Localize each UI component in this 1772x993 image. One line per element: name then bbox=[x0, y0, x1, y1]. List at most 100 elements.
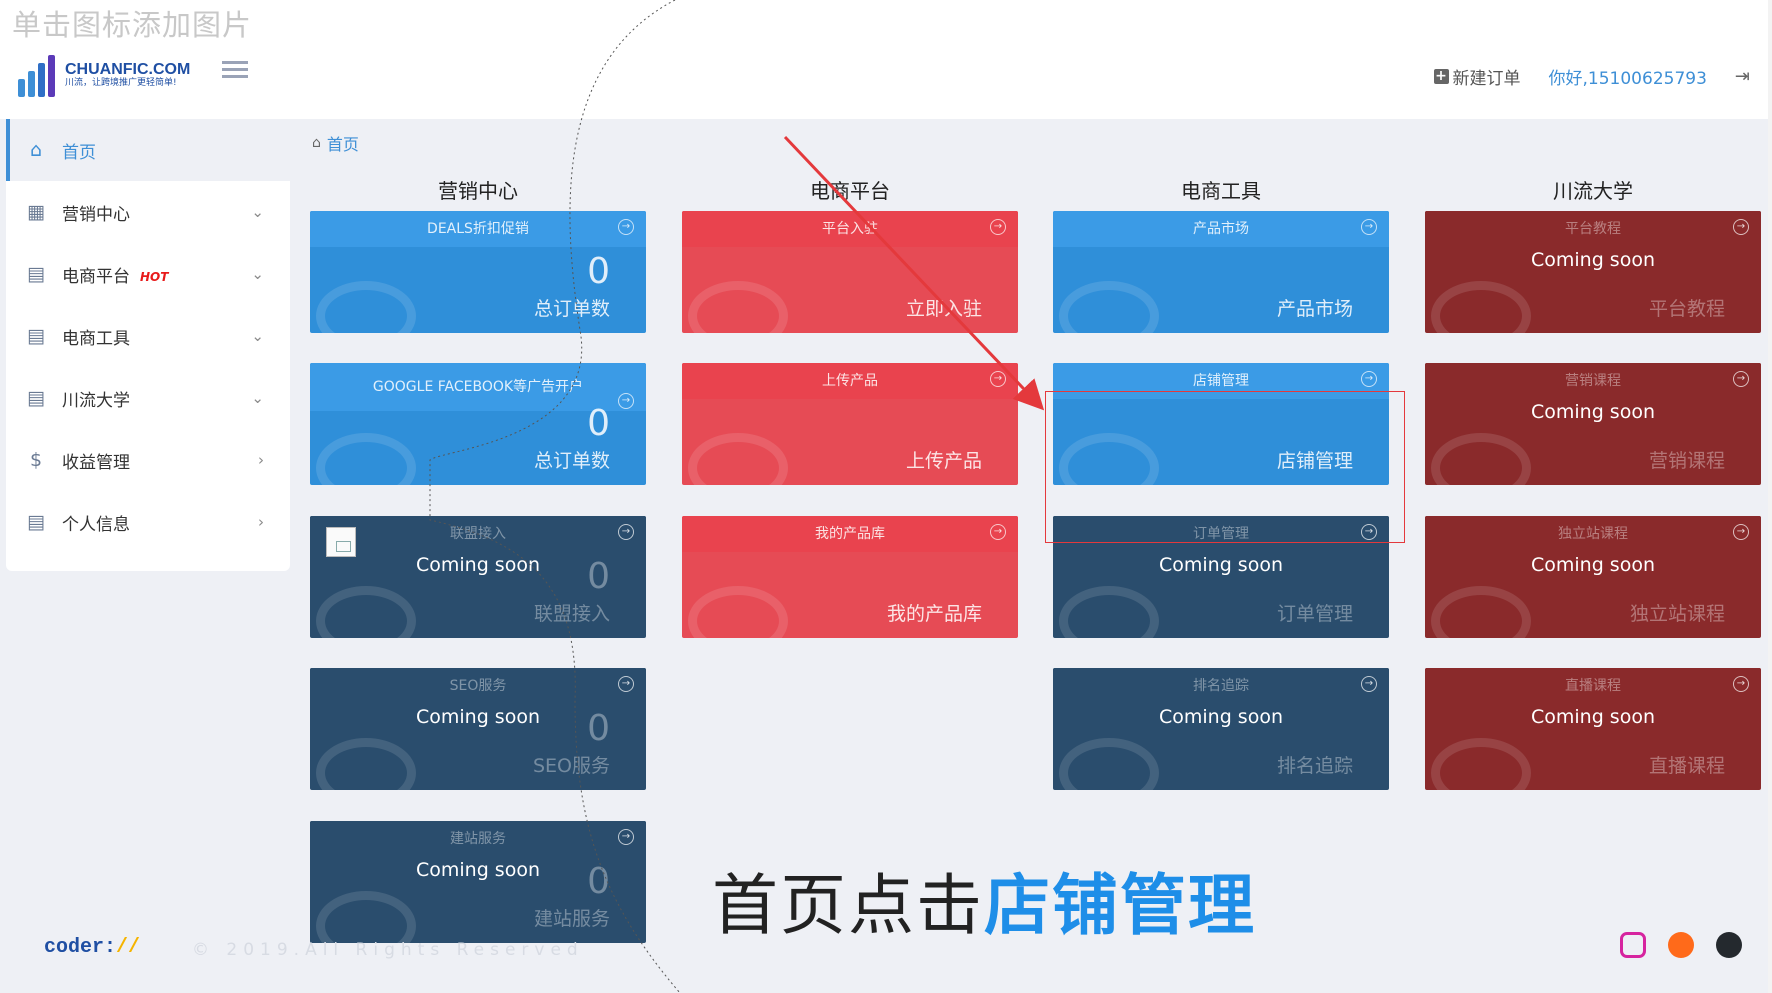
instagram-icon[interactable] bbox=[1620, 932, 1646, 958]
user-greeting-link[interactable]: 你好,15100625793 bbox=[1548, 69, 1707, 89]
arrow-circle-icon: → bbox=[1361, 371, 1377, 387]
card-footer: 订单管理 bbox=[1276, 603, 1353, 625]
arrow-circle-icon: → bbox=[990, 219, 1006, 235]
arrow-circle-icon: → bbox=[1361, 219, 1377, 235]
card-title: 我的产品库 bbox=[815, 525, 885, 542]
card-title: GOOGLE FACEBOOK等广告开户 bbox=[372, 378, 584, 395]
card-store-management[interactable]: 店铺管理 → 店铺管理 bbox=[1053, 363, 1389, 485]
card-live-course[interactable]: 直播课程→ Coming soon 直播课程 bbox=[1425, 668, 1761, 790]
card-title: 直播课程 bbox=[1565, 677, 1621, 694]
social-links bbox=[1620, 932, 1742, 958]
watermark-icon bbox=[1059, 586, 1159, 638]
new-order-button[interactable]: + 新建订单 bbox=[1433, 64, 1521, 89]
footer-brand-text: coder: bbox=[44, 936, 117, 959]
chevron-down-icon: ⌄ bbox=[251, 203, 264, 221]
arrow-circle-icon: → bbox=[1733, 676, 1749, 692]
card-count: 0 bbox=[587, 556, 610, 597]
watermark-icon bbox=[1059, 433, 1159, 485]
breadcrumb-home[interactable]: 首页 bbox=[326, 135, 359, 154]
sidebar-item-label: 营销中心 bbox=[62, 204, 130, 225]
card-ads-account[interactable]: GOOGLE FACEBOOK等广告开户→ 0 总订单数 bbox=[310, 363, 646, 485]
coming-soon-label: Coming soon bbox=[1530, 401, 1655, 423]
arrow-circle-icon: → bbox=[618, 219, 634, 235]
watermark-icon bbox=[316, 891, 416, 943]
logout-icon[interactable]: ⇥ bbox=[1734, 66, 1750, 87]
card-product-market[interactable]: 产品市场→ 产品市场 bbox=[1053, 211, 1389, 333]
card-standalone-site-course[interactable]: 独立站课程→ Coming soon 独立站课程 bbox=[1425, 516, 1761, 638]
arrow-circle-icon: → bbox=[618, 829, 634, 845]
card-footer: 立即入驻 bbox=[905, 298, 982, 320]
card-site-building[interactable]: 建站服务→ Coming soon 0 建站服务 bbox=[310, 821, 646, 943]
sidebar-item-home[interactable]: ⌂ 首页 bbox=[6, 119, 290, 181]
highlight-box bbox=[1045, 391, 1405, 543]
card-footer: 平台教程 bbox=[1648, 298, 1725, 320]
card-title: 产品市场 bbox=[1193, 220, 1249, 237]
calendar-icon: ▤ bbox=[27, 387, 45, 409]
hot-badge: HOT bbox=[133, 258, 169, 284]
sidebar: ⌂ 首页 ▦ 营销中心 ⌄ ▤ 电商平台 HOT ⌄ ▤ 电商工具 ⌄ ▤ 川流 bbox=[6, 119, 290, 571]
image-placeholder-icon bbox=[326, 527, 356, 557]
sidebar-item-earnings[interactable]: $ 收益管理 › bbox=[6, 429, 290, 491]
brand-name: CHUANFIC.COM bbox=[65, 61, 191, 79]
card-marketing-course[interactable]: 营销课程→ Coming soon 营销课程 bbox=[1425, 363, 1761, 485]
arrow-circle-icon: → bbox=[1733, 219, 1749, 235]
calendar-icon: ▤ bbox=[27, 263, 45, 285]
card-product-library[interactable]: 我的产品库→ 我的产品库 bbox=[682, 516, 1018, 638]
coming-soon-label: Coming soon bbox=[1530, 249, 1655, 271]
sidebar-item-label: 首页 bbox=[62, 142, 96, 163]
sidebar-item-label: 收益管理 bbox=[62, 452, 130, 473]
card-footer: 排名追踪 bbox=[1276, 755, 1353, 777]
card-footer: 直播课程 bbox=[1648, 755, 1725, 777]
watermark-icon bbox=[1431, 586, 1531, 638]
card-affiliate[interactable]: 联盟接入→ Coming soon 0 联盟接入 bbox=[310, 516, 646, 638]
card-title: 上传产品 bbox=[822, 372, 878, 389]
table-icon: ▦ bbox=[27, 201, 45, 223]
brand-slogan: 川流，让跨境推广更轻简单! bbox=[65, 77, 177, 88]
new-order-label: 新建订单 bbox=[1452, 69, 1521, 89]
sidebar-item-marketing[interactable]: ▦ 营销中心 ⌄ bbox=[6, 181, 290, 243]
chevron-down-icon: ⌄ bbox=[251, 327, 264, 345]
card-platform-tutorial[interactable]: 平台教程→ Coming soon 平台教程 bbox=[1425, 211, 1761, 333]
chevron-right-icon: › bbox=[258, 451, 264, 469]
watermark-icon bbox=[316, 586, 416, 638]
card-platform-join[interactable]: 平台入驻→ 立即入驻 bbox=[682, 211, 1018, 333]
watermark-icon bbox=[1059, 738, 1159, 790]
card-footer: 我的产品库 bbox=[886, 603, 982, 625]
github-icon[interactable] bbox=[1716, 932, 1742, 958]
card-footer: SEO服务 bbox=[532, 755, 610, 777]
reddit-icon[interactable] bbox=[1668, 932, 1694, 958]
top-header: CHUANFIC.COM 川流，让跨境推广更轻简单! + 新建订单 你好,151… bbox=[0, 44, 1772, 119]
card-footer: 店铺管理 bbox=[1276, 450, 1353, 472]
card-title: 营销课程 bbox=[1565, 372, 1621, 389]
arrow-circle-icon: → bbox=[618, 393, 634, 409]
sidebar-item-university[interactable]: ▤ 川流大学 ⌄ bbox=[6, 367, 290, 429]
sidebar-item-label: 川流大学 bbox=[62, 390, 130, 411]
card-order-management[interactable]: 订单管理→ Coming soon 订单管理 bbox=[1053, 516, 1389, 638]
menu-toggle-icon[interactable] bbox=[222, 61, 248, 83]
watermark-icon bbox=[316, 281, 416, 333]
card-deals[interactable]: DEALS折扣促销→ 0 总订单数 bbox=[310, 211, 646, 333]
calendar-icon: ▤ bbox=[27, 325, 45, 347]
column-title-university: 川流大学 bbox=[1553, 179, 1633, 203]
sidebar-item-tools[interactable]: ▤ 电商工具 ⌄ bbox=[6, 305, 290, 367]
watermark-icon bbox=[1431, 738, 1531, 790]
dollar-icon: $ bbox=[29, 449, 43, 471]
card-footer: 联盟接入 bbox=[533, 603, 610, 625]
card-footer: 上传产品 bbox=[905, 450, 982, 472]
sidebar-item-label: 电商工具 bbox=[62, 328, 130, 349]
logo[interactable]: CHUANFIC.COM 川流，让跨境推广更轻简单! bbox=[18, 50, 190, 100]
watermark-icon bbox=[688, 433, 788, 485]
card-seo[interactable]: SEO服务→ Coming soon 0 SEO服务 bbox=[310, 668, 646, 790]
card-rank-tracking[interactable]: 排名追踪→ Coming soon 排名追踪 bbox=[1053, 668, 1389, 790]
copyright-text: © 2019.All Rights Reserved bbox=[192, 940, 584, 960]
column-title-platform: 电商平台 bbox=[810, 179, 890, 203]
breadcrumb: ⌂ 首页 bbox=[312, 131, 359, 155]
card-title: 店铺管理 bbox=[1193, 372, 1249, 389]
right-edge-strip bbox=[1768, 0, 1772, 993]
chevron-down-icon: ⌄ bbox=[251, 389, 264, 407]
sidebar-item-ecommerce[interactable]: ▤ 电商平台 HOT ⌄ bbox=[6, 243, 290, 305]
sidebar-item-profile[interactable]: ▤ 个人信息 › bbox=[6, 491, 290, 553]
card-upload-product[interactable]: 上传产品→ 上传产品 bbox=[682, 363, 1018, 485]
card-title: SEO服务 bbox=[449, 677, 507, 694]
card-footer: 建站服务 bbox=[533, 908, 610, 930]
